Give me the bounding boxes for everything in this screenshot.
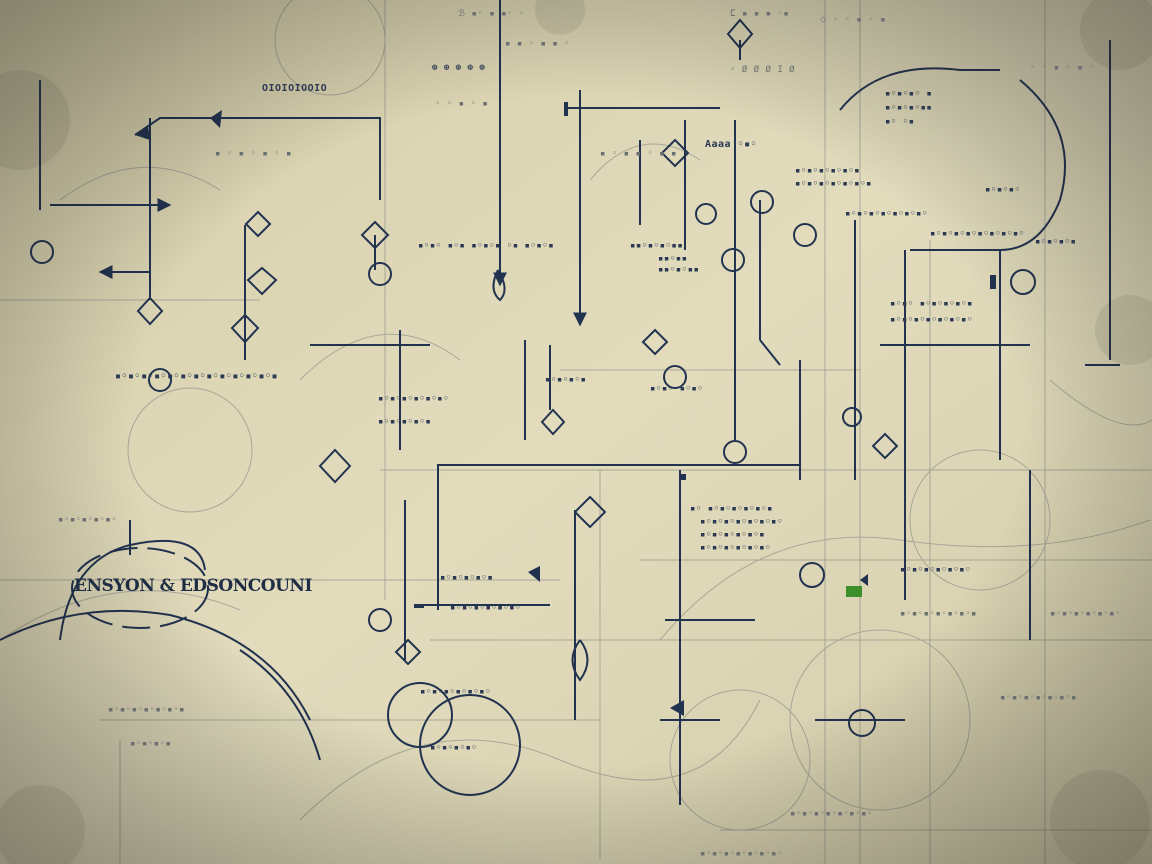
label-ll-2: ▪◦▪◦▪◦▪◦▪◦▪◦▪ (108, 705, 185, 715)
label-bt-1: ▪◦▪◦▪◦▪◦▪◦▪◦▪◦ (700, 849, 783, 859)
label-top-f: ▪ ▪ ◦ ▪ ▪ ◦ (505, 39, 571, 49)
label-mm-1: ▪◦▪◦▪◦▪ (545, 375, 587, 385)
label-ll-1: ▪◦▪◦▪◦▪◦▪◦ (58, 515, 118, 525)
label-lr-4: ▪◦▪◦▪◦▪◦▪◦▪◦▪◦ (790, 809, 873, 819)
label-mr-1: ▪◦▪◦ ▪◦▪◦▪◦▪◦▪ (890, 299, 973, 309)
title-label: ENSYON & EDSONCOUNI (74, 576, 312, 596)
label-ur-2: ▪◦▪◦▪◦▪▪ (885, 103, 933, 113)
label-mc-3: ▪◦▪◦▪◦▪◦▪◦▪ (700, 530, 766, 540)
label-mc-4: ▪◦▪◦▪◦▪◦▪◦▪◦ (700, 543, 772, 553)
label-ur-6: ▪◦▪◦▪◦▪◦▪◦▪◦▪◦ (845, 209, 928, 219)
label-top-a: OIOIOIOOIO (262, 83, 328, 94)
label-ur-4: ▪◦▪◦▪◦▪◦▪◦▪ (795, 166, 861, 176)
label-ul-1: ▪ ◦ ▪ ◦ ▪ ◦ ▪ (215, 149, 292, 159)
label-top-d: ⬦ ◦ ◦ ▪ ◦ ▪ (820, 15, 886, 25)
label-um-2: ▪ ◦ ▪ ▪ ◦ ▪ ▪ (600, 149, 677, 159)
label-top-g: ◦ ◦ ▪ ◦ ▪ (435, 99, 489, 109)
label-lm-4: ▪◦▪◦▪◦▪ (130, 739, 172, 749)
label-lr-2: ▪◦▪◦▪◦▪◦▪◦▪◦▪ (900, 609, 977, 619)
label-top-i: ◦ Ø Ø Ø I Ø (730, 65, 796, 75)
label-lr-1: ▪◦▪◦▪◦▪◦▪◦▪◦ (900, 565, 972, 575)
label-ur-5: ▪◦▪◦▪◦▪◦▪◦▪◦▪ (795, 179, 872, 189)
label-mc-5: ▪◦▪◦▪◦▪◦▪ (440, 573, 494, 583)
label-mr-2: ▪◦▪◦▪◦▪◦▪◦▪◦▪◦ (890, 315, 973, 325)
label-mc-2: ▪◦▪◦▪◦▪◦▪◦▪◦▪◦ (700, 517, 783, 527)
label-ml-2: ▪◦▪◦▪◦▪◦▪◦▪◦ (378, 394, 450, 404)
label-lm-3: ▪◦▪◦▪◦▪◦ (430, 743, 478, 753)
label-lm-1: ▪◦▪◦▪◦▪◦▪◦▪◦ (450, 603, 522, 613)
label-ur-1: ▪◦▪◦▪◦ ▪ (885, 89, 933, 99)
label-ml-3: ▪◦▪◦▪◦▪◦▪ (378, 417, 432, 427)
label-mc-1: ▪◦ ▪◦▪◦▪◦▪◦▪◦▪ (690, 504, 773, 514)
label-ur-3: ▪◦ ◦▪ (885, 117, 915, 127)
label-top-h: ◦ ◦ ▪ ◦ ▪ ◦ (1030, 63, 1096, 73)
label-um-6: ▪▪◦▪◦▪▪ (658, 265, 700, 275)
label-ur-9: ▪◦▪◦▪◦▪ (1035, 237, 1077, 247)
label-ml-1: ▪◦▪◦▪◦▪◦▪◦▪◦▪◦▪◦▪◦▪◦▪◦▪◦▪ (115, 371, 279, 382)
label-lr-3: ▪◦▪◦▪◦▪◦▪◦▪◦▪ (1000, 693, 1077, 703)
label-um-3: ▪◦▪◦ ▪◦▪ ▪◦▪◦▪ ◦▪ ▪◦▪◦▪ (418, 241, 555, 251)
label-um-4: ▪▪◦▪◦▪◦▪▪ (630, 241, 684, 251)
label-lr-5: ▪◦▪◦▪◦▪◦▪◦▪◦ (1050, 609, 1122, 619)
label-top-b: ℬ ▪◦ ▪ ▪◦ ◦ (458, 9, 525, 19)
label-ur-8: ▪◦▪◦▪◦ (985, 185, 1021, 195)
label-um-5: ▪▪◦▪▪ (658, 254, 688, 264)
label-top-e: ⊕ ⊕ ⊕ ⊕ ⊕ (432, 63, 486, 73)
label-mm-2: ▪◦▪◦ ▪◦▪◦ (650, 384, 704, 394)
label-um-1: Aaaa ◦▪◦ (705, 139, 758, 150)
label-top-c: ⵎ ▪ ▪ ▪ ◦▪ (730, 9, 790, 19)
label-ur-7: ▪◦▪◦▪◦▪◦▪◦▪◦▪◦▪◦ (930, 229, 1025, 239)
label-lm-2: ▪◦▪◦▪◦▪◦▪◦▪◦ (420, 687, 492, 697)
